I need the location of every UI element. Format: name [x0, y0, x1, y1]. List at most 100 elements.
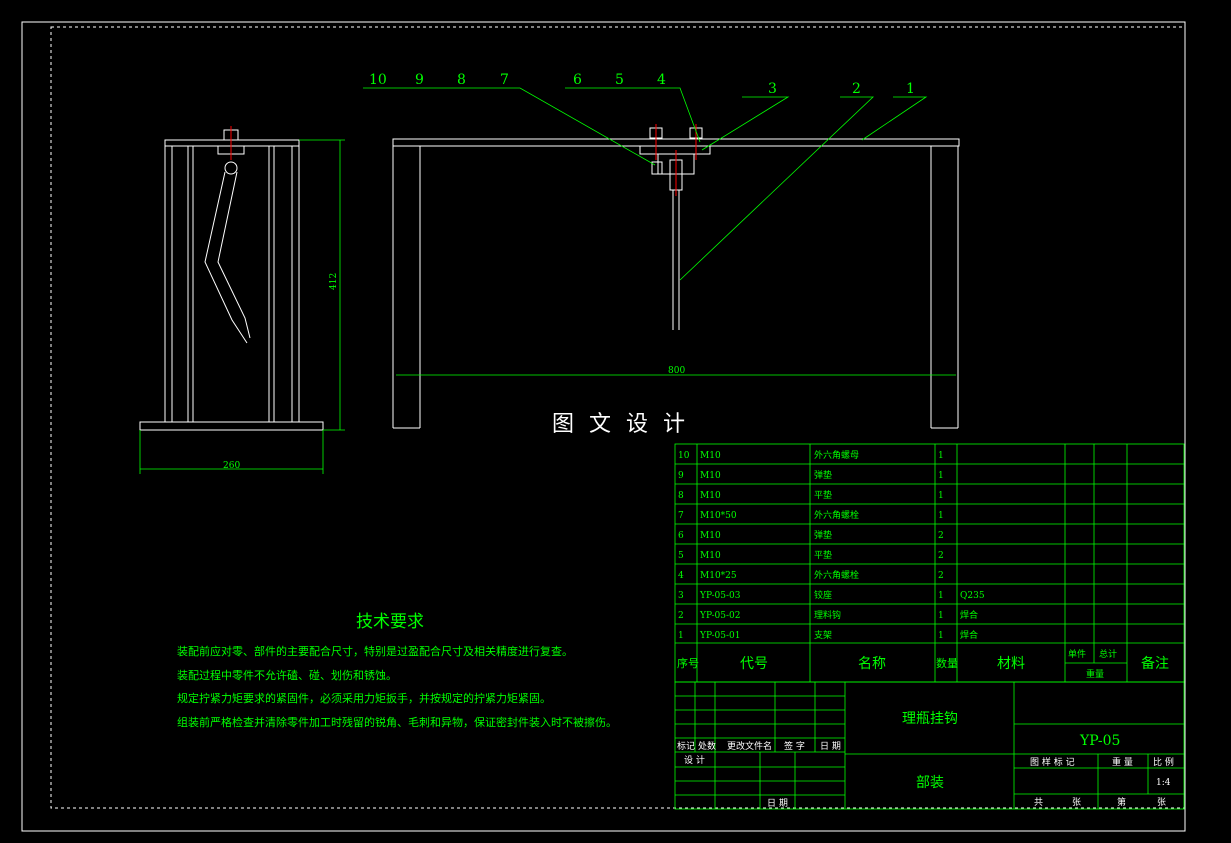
outer-frame — [21, 21, 1186, 832]
tech-line-3: 规定拧紧力矩要求的紧固件，必须采用力矩扳手，并按规定的拧紧力矩紧固。 — [177, 691, 551, 705]
bom-cell-qty: 2 — [938, 571, 944, 581]
bom-cell-no: 3 — [678, 591, 684, 601]
bom-cell-name: 平垫 — [814, 549, 832, 561]
bom-hdr-weight: 重量 — [1086, 668, 1104, 680]
bom-cell-code: M10 — [700, 531, 721, 541]
tb-sheet: 张 — [1157, 797, 1166, 808]
bom-hdr-total: 总计 — [1099, 648, 1117, 660]
tb-count: 处数 — [698, 740, 716, 752]
bom-cell-no: 9 — [678, 471, 684, 481]
tech-line-4: 组装前严格检查并清除零件加工时残留的锐角、毛刺和异物，保证密封件装入时不被擦伤。 — [177, 715, 617, 729]
bom-cell-code: M10 — [700, 491, 721, 501]
bom-cell-no: 8 — [678, 491, 684, 501]
bom-cell-name: 支架 — [814, 629, 832, 641]
bom-hdr-note: 备注 — [1141, 655, 1169, 672]
tb-stage: 图 样 标 记 — [1030, 756, 1075, 768]
bom-cell-code: M10 — [700, 471, 721, 481]
drawing-type: 部装 — [916, 775, 944, 791]
bom-cell-code: M10 — [700, 551, 721, 561]
tb-sign: 签 字 — [784, 740, 805, 752]
tb-mark: 标记 — [677, 740, 695, 752]
leader-6: 6 — [573, 72, 582, 88]
bom-cell-code: YP-05-01 — [699, 631, 741, 641]
bom-cell-name: 外六角螺栓 — [814, 509, 859, 521]
bom-cell-code: YP-05-03 — [699, 591, 741, 601]
tb-scale-label: 比 例 — [1153, 756, 1174, 768]
leader-10: 10 — [369, 72, 387, 88]
title-block-grid — [674, 681, 1185, 810]
bom-cell-qty: 1 — [938, 591, 944, 601]
tb-total-sheets: 共 — [1034, 797, 1043, 808]
bom-cell-code: M10*50 — [700, 511, 737, 521]
tb-doc: 更改文件名 — [727, 740, 772, 752]
bom-cell-mat: 焊合 — [960, 629, 978, 641]
bom-cell-no: 7 — [678, 511, 684, 521]
bom-cell-name: 弹垫 — [814, 529, 832, 541]
bom-cell-qty: 1 — [938, 511, 944, 521]
dim-width-side: 260 — [223, 461, 240, 471]
bom-cell-no: 2 — [678, 611, 684, 621]
inner-frame — [50, 26, 1186, 809]
bom-cell-qty: 1 — [938, 611, 944, 621]
tb-date2: 日 期 — [767, 798, 788, 809]
bom-cell-name: 理料钩 — [814, 609, 841, 621]
bom-cell-name: 外六角螺栓 — [814, 569, 859, 581]
bom-cell-qty: 2 — [938, 531, 944, 541]
leader-8: 8 — [457, 72, 466, 88]
tb-date: 日 期 — [820, 741, 841, 752]
bom-cell-code: YP-05-02 — [699, 611, 741, 621]
leader-2: 2 — [852, 81, 861, 97]
bom-hdr-qty: 数量 — [936, 657, 958, 670]
bom-cell-no: 6 — [678, 531, 684, 541]
bom-hdr-unit: 单件 — [1068, 648, 1086, 660]
bom-grid — [674, 443, 1185, 683]
bom-cell-qty: 1 — [938, 471, 944, 481]
leader-7: 7 — [500, 72, 509, 88]
side-dimensions — [139, 139, 345, 474]
dim-height: 412 — [329, 273, 339, 290]
bom-hdr-no: 序号 — [677, 656, 699, 670]
bom-cell-name: 弹垫 — [814, 469, 832, 481]
tb-sheet-no: 第 — [1117, 796, 1126, 808]
bom-cell-qty: 2 — [938, 551, 944, 561]
bom-cell-qty: 1 — [938, 451, 944, 461]
bom-cell-name: 平垫 — [814, 489, 832, 501]
tech-line-1: 装配前应对零、部件的主要配合尺寸，特别是过盈配合尺寸及相关精度进行复查。 — [177, 644, 573, 658]
bom-cell-no: 10 — [678, 451, 690, 461]
bom-hdr-mat: 材料 — [997, 656, 1025, 672]
side-view — [139, 129, 324, 431]
leader-3: 3 — [768, 81, 777, 97]
bom-cell-qty: 1 — [938, 491, 944, 501]
tb-scale: 1:4 — [1156, 778, 1171, 788]
tb-sheets: 张 — [1072, 797, 1081, 808]
bom-cell-mat: Q235 — [960, 591, 985, 601]
bom-cell-no: 1 — [678, 631, 684, 641]
bom-hdr-code: 代号 — [740, 656, 768, 672]
front-view — [392, 127, 960, 429]
bom-cell-no: 5 — [678, 551, 684, 561]
drawing-number: YP-05 — [1079, 733, 1120, 749]
bom-hdr-name: 名称 — [858, 656, 886, 672]
bom-cell-name: 铰座 — [814, 589, 832, 601]
leader-4: 4 — [657, 72, 666, 88]
bom-cell-mat: 焊合 — [960, 609, 978, 621]
dim-width-front: 800 — [668, 366, 685, 376]
drawing-name: 理瓶挂钩 — [902, 711, 958, 727]
leader-5: 5 — [615, 72, 624, 88]
leader-9: 9 — [415, 72, 424, 88]
bom-cell-no: 4 — [678, 571, 684, 581]
tech-line-2: 装配过程中零件不允许磕、碰、划伤和锈蚀。 — [177, 668, 397, 682]
bom-cell-code: M10*25 — [700, 571, 737, 581]
bom-cell-qty: 1 — [938, 631, 944, 641]
leader-1: 1 — [906, 81, 915, 97]
bom-cell-name: 外六角螺母 — [814, 449, 859, 461]
tech-title: 技术要求 — [356, 612, 424, 632]
tb-weight: 重 量 — [1112, 756, 1133, 768]
leader-lines — [363, 87, 928, 281]
front-centerlines — [655, 124, 697, 196]
watermark-text: 图 文 设 计 — [552, 412, 689, 437]
tb-design: 设 计 — [684, 754, 705, 766]
bom-cell-code: M10 — [700, 451, 721, 461]
